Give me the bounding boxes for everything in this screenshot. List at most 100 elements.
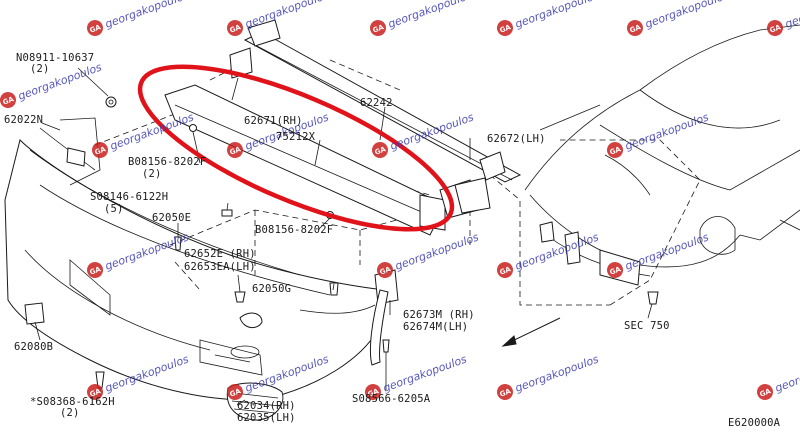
label-08911: N08911-10637 — [16, 52, 94, 64]
watermark-logo-icon — [607, 142, 623, 158]
label-62674m: 62674M(LH) — [403, 321, 468, 333]
label-08156a-qty: (2) — [142, 168, 162, 180]
watermark-logo-icon — [365, 384, 381, 400]
label-62652e: 62652E (RH) — [184, 248, 256, 260]
watermark-logo-text: GA — [89, 23, 103, 35]
label-62035: 62035(LH) — [237, 412, 296, 424]
reinforcement-beam-drawing — [164, 84, 491, 236]
watermark-text: georgakopoulos — [381, 352, 468, 394]
label-62672: 62672(LH) — [487, 133, 546, 145]
watermark-logo-text: GA — [374, 145, 388, 157]
watermark-logo-text: GA — [2, 95, 16, 107]
bumper-cover-drawing — [4, 117, 386, 401]
watermark-text: georgakopoulos — [773, 352, 800, 394]
watermark-logo-icon — [227, 384, 243, 400]
watermark-logo-icon — [87, 20, 103, 36]
watermark-logo-icon — [92, 142, 108, 158]
label-08146: S08146-6122H — [90, 191, 168, 203]
watermark-text: georgakopoulos — [393, 230, 480, 272]
label-62050e: 62050E — [152, 212, 191, 224]
watermark-logo-icon — [627, 20, 643, 36]
label-62653e: 62653EA(LH) — [184, 261, 256, 273]
watermark-logo-text: GA — [94, 145, 108, 157]
watermark-text: georgakopoulos — [513, 0, 600, 31]
watermark-logo-text: GA — [499, 23, 513, 35]
watermark-logo-icon — [370, 20, 386, 36]
fasteners — [95, 96, 659, 389]
watermark-logo-text: GA — [372, 23, 386, 35]
watermark-logo-icon — [497, 262, 513, 278]
watermark-logo-icon — [87, 384, 103, 400]
label-08156b: B08156-8202F — [255, 224, 333, 236]
watermark-logo-text: GA — [759, 387, 773, 399]
watermark-logo-icon — [757, 384, 773, 400]
label-62034: 62034(RH) — [237, 400, 296, 412]
label-62022n: 62022N — [4, 114, 43, 126]
watermark-logo-text: GA — [89, 265, 103, 277]
watermark-text: georgakopoulos — [513, 230, 600, 272]
watermark-logo-text: GA — [499, 265, 513, 277]
watermark-text: georgakopoulos — [103, 0, 190, 31]
label-08368-qty: (2) — [60, 407, 80, 419]
label-62242: 62242 — [360, 97, 393, 109]
watermark-logo-icon — [377, 262, 393, 278]
label-08156a: B08156-8202F — [128, 156, 206, 168]
watermark-logo-text: GA — [89, 387, 103, 399]
watermark-logo-icon — [227, 20, 243, 36]
label-08368: *S08368-6162H — [30, 396, 115, 408]
watermark-logo-icon — [497, 384, 513, 400]
watermark-text: georgakopoulos — [623, 110, 710, 152]
label-62673m: 62673M (RH) — [403, 309, 475, 321]
watermark-logo-icon — [0, 92, 16, 108]
label-62080b: 62080B — [14, 341, 53, 353]
diagram-code: E620000A — [728, 417, 781, 429]
watermark-text: georgakopoulos — [783, 0, 800, 31]
label-62050g: 62050G — [252, 283, 291, 295]
watermark-logo-text: GA — [769, 23, 783, 35]
watermark-logo-icon — [607, 262, 623, 278]
highlight-ellipse — [137, 64, 455, 232]
part-labels: N08911-10637 (2) 62022N B08156-8202F (2)… — [4, 52, 781, 429]
watermark-logo-text: GA — [229, 145, 243, 157]
direction-arrow — [501, 317, 561, 347]
label-08146-qty: (5) — [104, 203, 124, 215]
watermark-logo-text: GA — [609, 265, 623, 277]
label-08911-qty: (2) — [30, 63, 50, 75]
side-brackets-drawing — [24, 269, 399, 366]
watermark-logo-icon — [767, 20, 783, 36]
watermark-logo-icon — [372, 142, 388, 158]
watermark-logo-text: GA — [367, 387, 381, 399]
watermark-logo-text: GA — [229, 387, 243, 399]
watermark-text: georgakopoulos — [386, 0, 473, 31]
watermark-logo-icon — [87, 262, 103, 278]
watermark-text: georgakopoulos — [623, 230, 710, 272]
label-08566: S08566-6205A — [352, 393, 431, 405]
watermark-text: georgakopoulos — [643, 0, 730, 31]
label-75212x: 75212X — [276, 131, 316, 143]
watermark-text: georgakopoulos — [243, 0, 330, 31]
watermark-logo-icon — [497, 20, 513, 36]
vehicle-body-drawing — [524, 24, 800, 286]
watermark-logo-icon — [227, 142, 243, 158]
watermark-text: georgakopoulos — [513, 352, 600, 394]
upper-retainer-drawing — [229, 19, 522, 183]
watermark-logo-text: GA — [629, 23, 643, 35]
watermark-logo-text: GA — [499, 387, 513, 399]
watermark-logo-text: GA — [229, 23, 243, 35]
watermark-logo-text: GA — [609, 145, 623, 157]
label-sec750: SEC 750 — [624, 320, 670, 332]
